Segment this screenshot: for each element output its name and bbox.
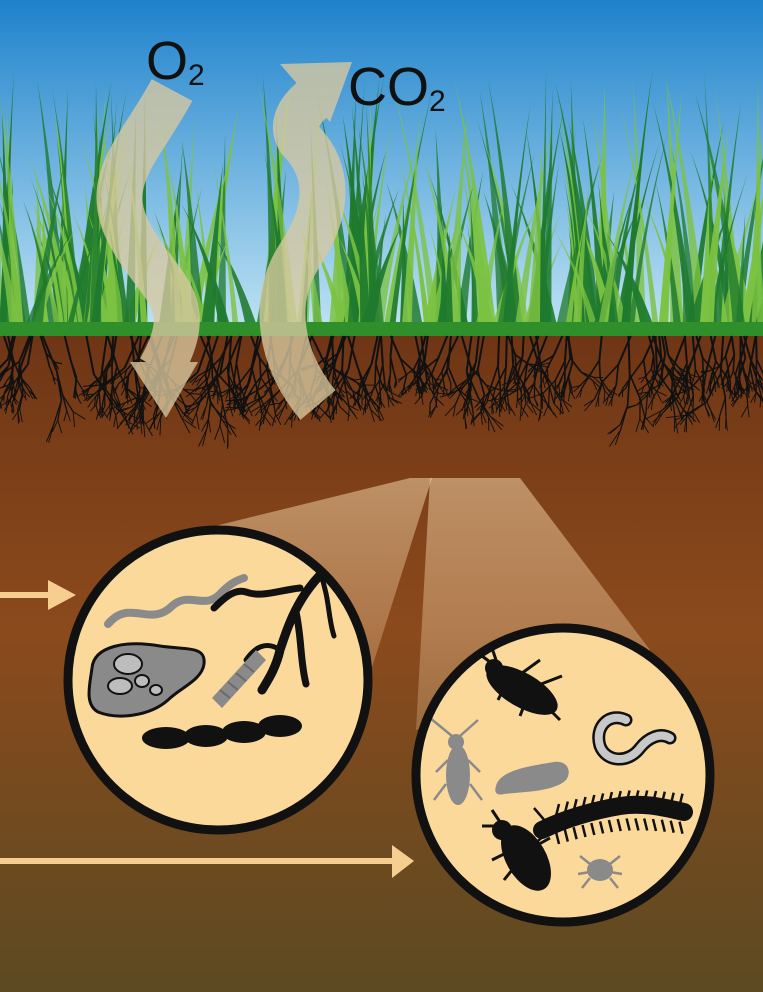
carbon-dioxide-label-subscript: 2: [429, 85, 446, 118]
magnifier-soil-animals: [416, 628, 710, 922]
oxygen-label: O2: [146, 34, 205, 88]
carbon-dioxide-label-main: CO: [348, 57, 429, 117]
carbon-dioxide-label: CO2: [348, 60, 446, 114]
oxygen-label-main: O: [146, 31, 188, 91]
magnifier-microorganisms: [68, 530, 368, 830]
ground-line: [0, 322, 763, 336]
oxygen-label-subscript: 2: [188, 59, 205, 92]
